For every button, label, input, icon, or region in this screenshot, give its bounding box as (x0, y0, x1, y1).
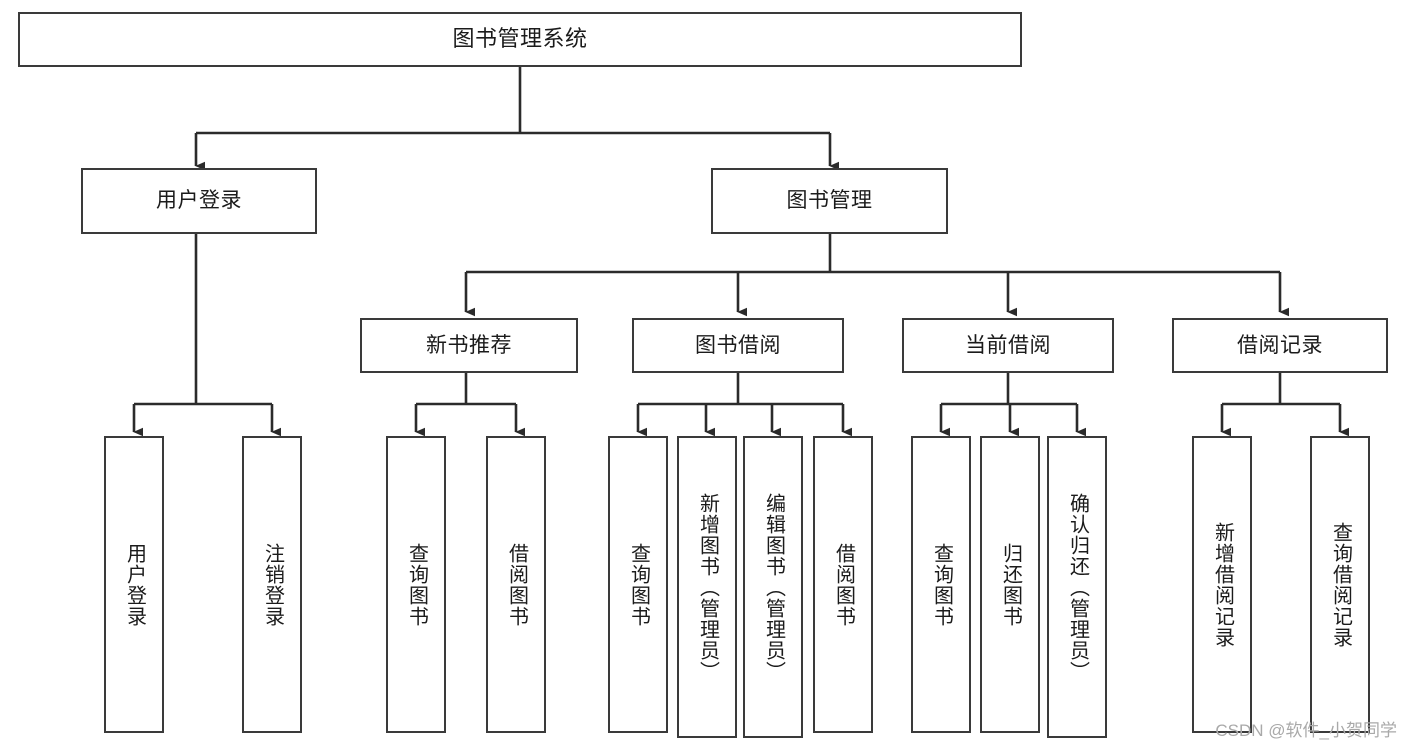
node-leaf-edit-book[interactable]: 编辑图书（管理员） (743, 436, 803, 738)
node-label: 查询图书 (930, 542, 953, 627)
node-book-manage[interactable]: 图书管理 (711, 168, 948, 234)
node-borrow-record[interactable]: 借阅记录 (1172, 318, 1388, 373)
node-label: 借阅记录 (1237, 333, 1323, 357)
node-leaf-borrow-book-1[interactable]: 借阅图书 (486, 436, 546, 733)
node-leaf-query-book-2[interactable]: 查询图书 (608, 436, 668, 733)
node-leaf-return-book[interactable]: 归还图书 (980, 436, 1040, 733)
node-label: 图书借阅 (695, 333, 781, 357)
node-current-borrow[interactable]: 当前借阅 (902, 318, 1114, 373)
node-label: 新增借阅记录 (1211, 521, 1234, 648)
node-label: 用户登录 (123, 542, 146, 627)
node-label: 查询图书 (405, 542, 428, 627)
watermark-text: CSDN @软件_小贺同学 (1215, 721, 1397, 740)
node-label: 图书管理系统 (452, 26, 588, 52)
node-label: 归还图书 (999, 542, 1022, 627)
node-label: 查询图书 (627, 542, 650, 627)
node-leaf-logout-login[interactable]: 注销登录 (242, 436, 302, 733)
node-label: 新书推荐 (426, 333, 512, 357)
node-label: 借阅图书 (505, 542, 528, 627)
node-label: 新增图书（管理员） (696, 492, 719, 682)
node-leaf-add-record[interactable]: 新增借阅记录 (1192, 436, 1252, 733)
node-label: 确认归还（管理员） (1066, 492, 1089, 682)
node-new-book-rec[interactable]: 新书推荐 (360, 318, 578, 373)
node-root-system[interactable]: 图书管理系统 (18, 12, 1022, 67)
node-label: 查询借阅记录 (1329, 521, 1352, 648)
node-label: 注销登录 (261, 542, 284, 627)
node-label: 用户登录 (156, 189, 242, 213)
node-label: 图书管理 (786, 189, 873, 213)
node-leaf-query-record[interactable]: 查询借阅记录 (1310, 436, 1370, 733)
node-label: 编辑图书（管理员） (762, 492, 785, 682)
node-leaf-confirm-return[interactable]: 确认归还（管理员） (1047, 436, 1107, 738)
node-leaf-query-book-1[interactable]: 查询图书 (386, 436, 446, 733)
node-label: 当前借阅 (965, 333, 1051, 357)
node-leaf-borrow-book-2[interactable]: 借阅图书 (813, 436, 873, 733)
node-label: 借阅图书 (832, 542, 855, 627)
node-leaf-add-book[interactable]: 新增图书（管理员） (677, 436, 737, 738)
node-book-borrow[interactable]: 图书借阅 (632, 318, 844, 373)
node-leaf-user-login[interactable]: 用户登录 (104, 436, 164, 733)
node-leaf-query-book-3[interactable]: 查询图书 (911, 436, 971, 733)
node-user-login[interactable]: 用户登录 (81, 168, 317, 234)
